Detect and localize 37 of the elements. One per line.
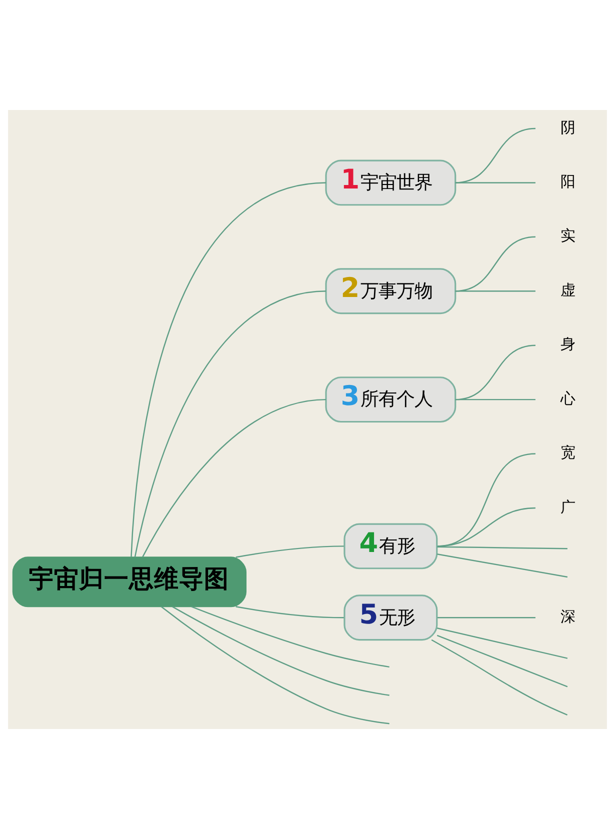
node-box: 5无形 [344, 594, 438, 641]
connector [142, 398, 326, 558]
connector [455, 128, 536, 184]
node-text: 广 [560, 498, 576, 516]
node-text: 心 [560, 390, 576, 408]
connector [437, 546, 568, 550]
connector [438, 617, 536, 618]
connector [437, 453, 536, 547]
node-text: 实 [560, 228, 576, 245]
connector [437, 507, 536, 547]
node-text: 阳 [560, 174, 576, 191]
node-text: 深 [560, 608, 576, 626]
connector [160, 606, 390, 724]
connector [431, 639, 568, 716]
connector [130, 182, 326, 557]
node-box: 3所有个人 [325, 376, 456, 423]
node-box: 4有形 [344, 523, 438, 570]
connector [455, 398, 536, 400]
connector [172, 606, 390, 696]
connector [236, 546, 344, 558]
connector [455, 236, 536, 292]
connector [236, 606, 344, 618]
node-text: 宽 [560, 444, 576, 462]
node-box: 宇宙归一思维导图 [12, 556, 246, 608]
connector [437, 554, 568, 578]
connector [134, 290, 326, 558]
node-text: 虚 [560, 282, 576, 299]
connector [455, 344, 536, 400]
node-text: 阴 [560, 119, 576, 136]
node-text: 身 [560, 336, 576, 354]
connector [436, 634, 568, 688]
connector [191, 606, 390, 668]
connector [455, 290, 536, 292]
node-box: 2万事万物 [325, 268, 456, 314]
connector [436, 628, 568, 659]
connector [455, 182, 536, 184]
node-box: 1宇宙世界 [325, 160, 456, 206]
